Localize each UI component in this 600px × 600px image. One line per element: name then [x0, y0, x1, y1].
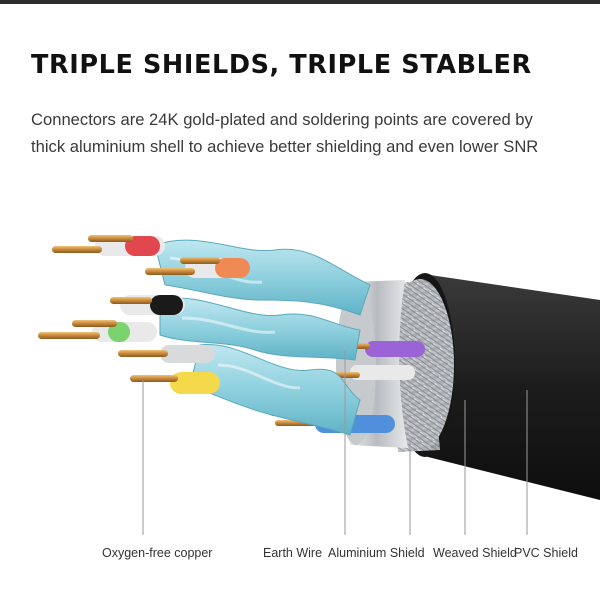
- label-aluminium-shield: Aluminium Shield: [328, 546, 425, 560]
- label-pvc-shield: PVC Shield: [514, 546, 578, 560]
- description-line-1: Connectors are 24K gold-plated and solde…: [31, 110, 533, 129]
- cable-cross-section-illustration: [38, 235, 600, 535]
- conductors: [38, 235, 250, 394]
- callout-leader-lines: [142, 350, 528, 535]
- description-line-2: thick aluminium shell to achieve better …: [31, 137, 539, 156]
- label-earth-wire: Earth Wire: [263, 546, 323, 560]
- pair-shields: [154, 239, 371, 436]
- label-weaved-shield: Weaved Shield: [433, 546, 517, 560]
- top-border: [0, 0, 600, 4]
- page-title: TRIPLE SHIELDS, TRIPLE STABLER: [31, 50, 532, 80]
- description: Connectors are 24K gold-plated and solde…: [31, 106, 591, 160]
- label-oxygen-free-copper: Oxygen-free copper: [102, 546, 213, 560]
